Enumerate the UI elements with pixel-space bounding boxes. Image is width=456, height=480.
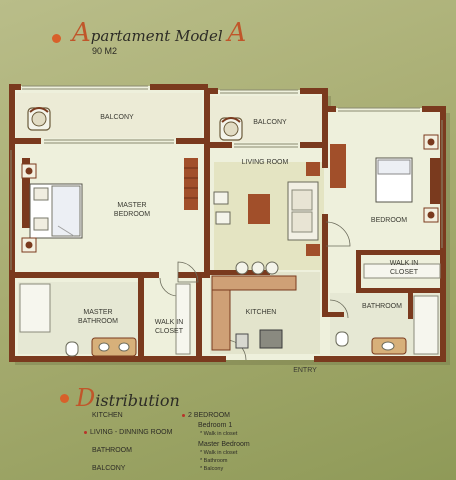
windows: [10, 85, 443, 270]
page-title: Apartament Model A: [72, 18, 246, 48]
wardrobe-lines: [184, 167, 198, 199]
master-bathroom-fixtures: [19, 283, 191, 357]
dist-bedroom-1: Bedroom 1: [198, 422, 233, 429]
master-bed-icon: [21, 158, 83, 253]
dist-heading-bedrooms: 2 BEDROOM: [182, 412, 230, 419]
dist-master-sub-3: * Balcony: [200, 466, 224, 472]
master-wardrobe: [184, 158, 198, 210]
dist-item-balcony: BALCONY: [92, 465, 126, 472]
bedroom-bed-icon: [375, 134, 440, 223]
dist-master-sub-2: * Bathroom: [200, 458, 228, 464]
dist-item-kitchen: KITCHEN: [92, 412, 123, 419]
bedroom-wardrobe: [330, 144, 346, 188]
distribution-title-text: istribution: [95, 391, 180, 410]
title-bullet-icon: [52, 34, 61, 43]
dist-master-sub-1: * Walk in closet: [200, 450, 238, 456]
balcony-chair-2-icon: [219, 117, 243, 141]
area-label: 90 M2: [92, 46, 118, 56]
dist-item-living: LIVING - DINNING ROOM: [84, 429, 172, 436]
living-room-furniture: [213, 162, 320, 256]
distribution-first-letter: D: [76, 384, 96, 412]
bathroom-fixtures: [335, 263, 441, 355]
balcony-chair-1-icon: [27, 107, 51, 131]
distribution-bullet-icon: [60, 394, 69, 403]
door-swings: [159, 221, 351, 361]
title-model-letter: A: [227, 18, 247, 48]
dist-bedroom-1-sub: * Walk in closet: [200, 431, 238, 437]
title-first-letter: A: [72, 18, 91, 48]
title-text: partament Model: [90, 27, 223, 45]
distribution-title: Distribution: [76, 384, 180, 412]
header: Apartament Model A 90 M2: [0, 0, 456, 70]
kitchen-counter: [211, 261, 297, 351]
dist-item-bathroom: BATHROOM: [92, 447, 132, 454]
dist-master-bedroom: Master Bedroom: [198, 441, 250, 448]
